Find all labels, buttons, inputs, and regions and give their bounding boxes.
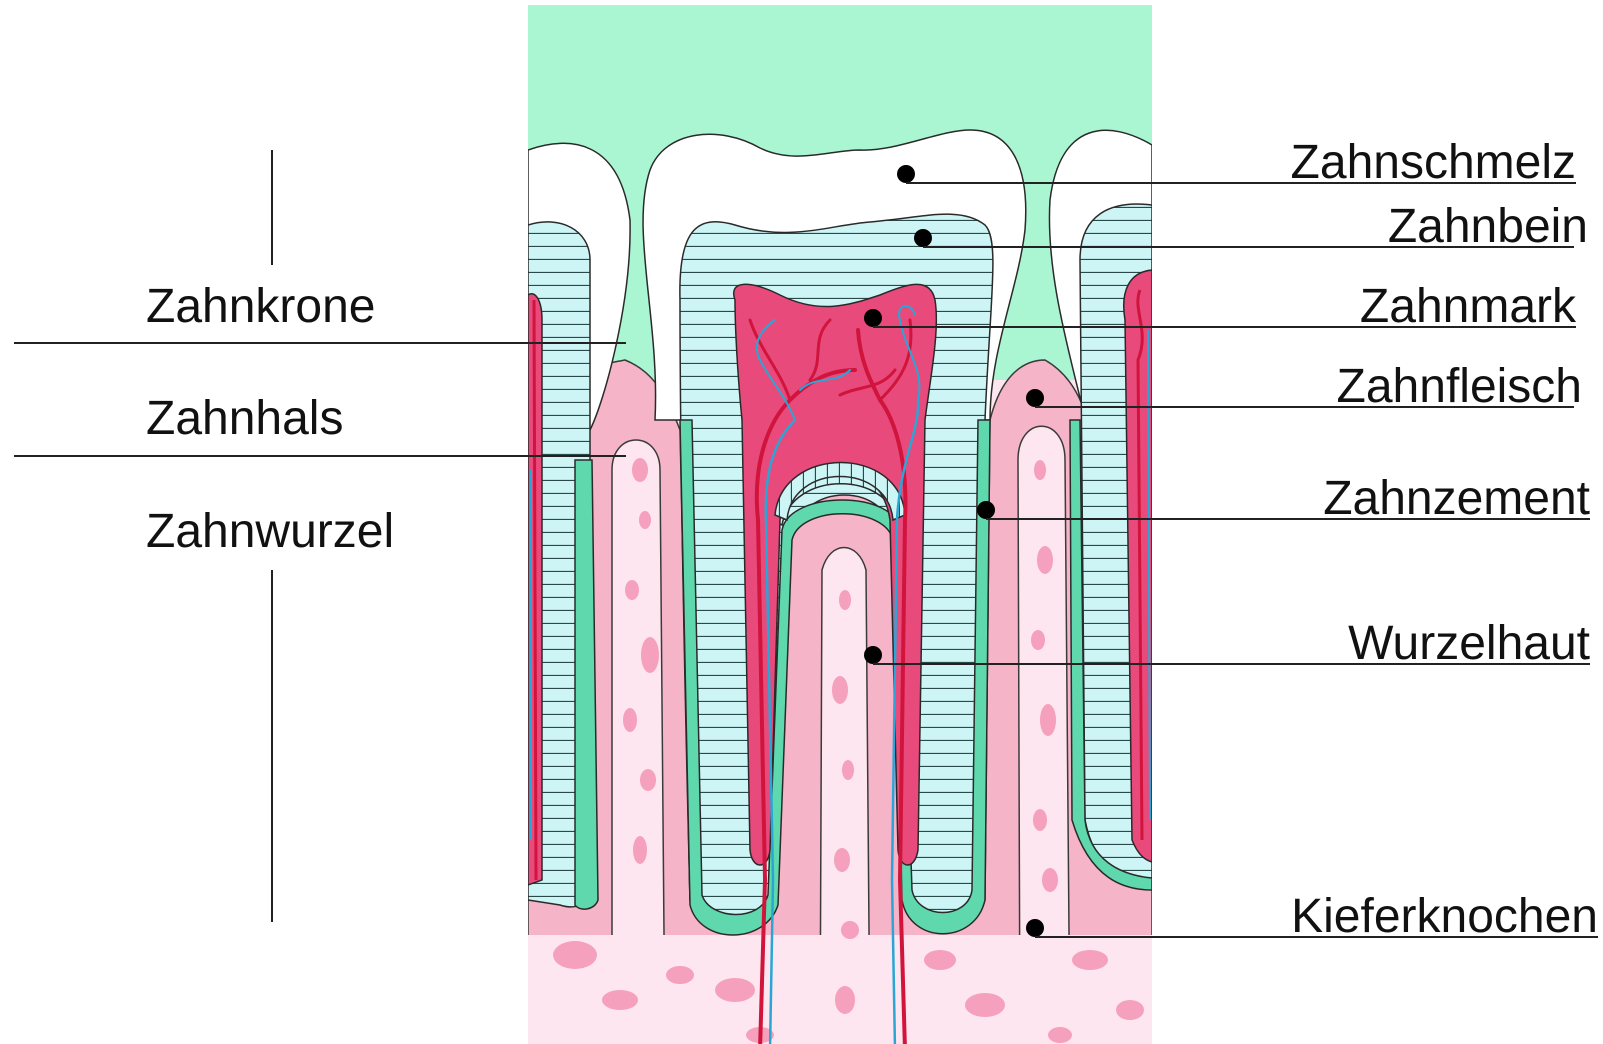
pointer-dot-jawbone — [1026, 919, 1044, 937]
pointer-dot-gum — [1026, 389, 1044, 407]
pointer-dot-enamel — [897, 165, 915, 183]
label-root: Zahnwurzel — [146, 505, 394, 558]
label-crown: Zahnkrone — [146, 280, 375, 333]
label-dentin: Zahnbein — [1388, 200, 1588, 253]
pointer-dot-dentin — [914, 229, 932, 247]
label-cementum: Zahnzement — [1323, 472, 1590, 525]
label-periodontium: Wurzelhaut — [1348, 617, 1590, 670]
label-jawbone: Kieferknochen — [1291, 890, 1598, 943]
label-gum: Zahnfleisch — [1337, 360, 1582, 413]
pointer-dot-pulp — [864, 309, 882, 327]
pointer-dot-periodontium — [864, 646, 882, 664]
label-enamel: Zahnschmelz — [1291, 136, 1576, 189]
label-neck: Zahnhals — [146, 392, 343, 445]
pointer-dot-cementum — [977, 501, 995, 519]
illustration-panel — [528, 5, 1152, 1044]
label-pulp: Zahnmark — [1360, 280, 1577, 333]
